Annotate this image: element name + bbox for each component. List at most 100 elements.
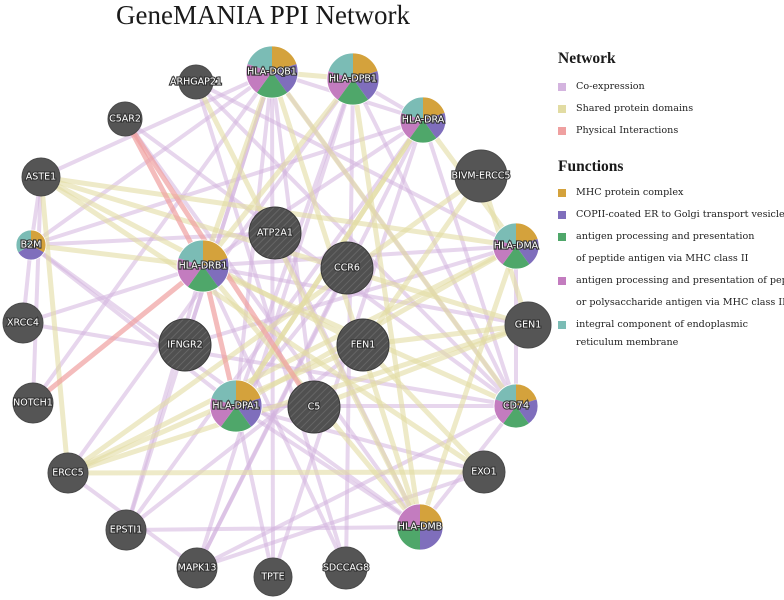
node-xrcc4[interactable]: XRCC4 [2, 302, 44, 344]
node-circle [21, 157, 61, 197]
node-epsti1[interactable]: EPSTI1 [105, 509, 147, 551]
node-ring [209, 379, 263, 433]
node-slice-antigen_polysac [397, 504, 420, 527]
node-atp2a1[interactable]: ATP2A1 [248, 206, 302, 260]
node-hla-dma[interactable]: HLA-DMA [492, 222, 540, 270]
node-slice-antigen_polysac [493, 238, 516, 265]
node-hla-dra[interactable]: HLA-DRA [399, 96, 447, 144]
node-ring [15, 229, 47, 261]
node-ring [492, 222, 540, 270]
node-ring [176, 239, 230, 293]
node-hla-dpa1[interactable]: HLA-DPA1 [209, 379, 263, 433]
node-slice-copii [516, 238, 539, 265]
node-hla-drb1[interactable]: HLA-DRB1 [176, 239, 230, 293]
physical-edge-c5ar2-hla-drb1 [122, 116, 206, 269]
node-notch1[interactable]: NOTCH1 [12, 382, 54, 424]
node-label: HLA-DMB [398, 522, 442, 533]
node-slice-antigen_peptide [256, 72, 288, 98]
node-label: NOTCH1 [13, 398, 53, 409]
node-slice-mhc [236, 380, 261, 406]
node-label: HLA-DPA1 [212, 401, 259, 412]
node-circle [320, 241, 374, 295]
node-slice-mhc [516, 384, 537, 406]
coexpression-edge-aste1-hla-dqb1 [39, 70, 274, 179]
node-tpte[interactable]: TPTE [253, 557, 293, 597]
node-b2m[interactable]: B2M [15, 229, 47, 261]
shared-domain-edge-bivm-ercc5-fen1 [360, 173, 484, 348]
node-ifngr2[interactable]: IFNGR2 [158, 318, 212, 372]
legend-item-antigen-peptide-cont: of peptide antigen via MHC class II [576, 253, 749, 264]
legend-item-antigen-polysaccharide-cont: or polysaccharide antigen via MHC class … [576, 297, 784, 308]
node-ccr6[interactable]: CCR6 [320, 241, 374, 295]
node-c5[interactable]: C5 [287, 380, 341, 434]
node-label: FEN1 [351, 340, 376, 351]
shared-domain-edge-hla-dqb1-hla-dmb [269, 69, 423, 530]
node-aste1[interactable]: ASTE1 [21, 157, 61, 197]
node-bivm-ercc5[interactable]: BIVM-ERCC5 [450, 149, 512, 203]
node-circle [336, 318, 390, 372]
node-arhgap21[interactable]: ARHGAP21 [169, 64, 223, 100]
node-label: C5 [308, 402, 321, 413]
node-slice-er_membrane [494, 223, 516, 246]
node-label: EXO1 [471, 467, 496, 478]
shared-domain-edge-arhgap21-hla-dmb [193, 79, 423, 530]
page-title: GeneMANIA PPI Network [116, 0, 410, 30]
node-label: IFNGR2 [167, 340, 202, 351]
node-label: C5AR2 [109, 114, 141, 125]
node-mapk13[interactable]: MAPK13 [176, 547, 218, 589]
antigen-polysaccharide-swatch [558, 277, 566, 285]
node-c5ar2[interactable]: C5AR2 [107, 101, 143, 137]
node-sdccag8[interactable]: SDCCAG8 [322, 546, 370, 590]
node-label: ARHGAP21 [170, 77, 222, 88]
physical-swatch [558, 127, 566, 135]
node-circle [253, 557, 293, 597]
node-label: XRCC4 [7, 318, 39, 329]
node-hla-dmb[interactable]: HLA-DMB [396, 503, 444, 551]
node-ring [399, 96, 447, 144]
legend-item-physical: Physical Interactions [558, 120, 784, 142]
node-label: CCR6 [334, 263, 360, 274]
node-cd74[interactable]: CD74 [493, 383, 539, 429]
node-exo1[interactable]: EXO1 [462, 450, 506, 494]
coexpression-edge-hla-dpa1-hla-dmb [234, 404, 422, 529]
node-slice-er_membrane [495, 384, 516, 406]
node-label: GEN1 [515, 320, 542, 331]
functions-legend-title: Functions [558, 158, 624, 175]
node-label: B2M [21, 240, 42, 251]
node-label: SDCCAG8 [323, 563, 369, 574]
node-hla-dpb1[interactable]: HLA-DPB1 [326, 52, 380, 106]
node-slice-antigen_peptide [220, 406, 252, 432]
node-label: HLA-DRB1 [179, 261, 228, 272]
node-gen1[interactable]: GEN1 [504, 301, 552, 349]
node-circle [107, 101, 143, 137]
shared-domain-edge-hla-dpb1-hla-dmb [350, 76, 423, 530]
node-slice-mhc [423, 97, 445, 120]
legend-item-antigen-peptide: antigen processing and presentation [558, 226, 784, 248]
coexpression-edge-fen1-epsti1 [124, 343, 365, 532]
node-slice-antigen_peptide [397, 527, 420, 550]
node-ercc5[interactable]: ERCC5 [47, 452, 89, 494]
node-slice-copii [516, 399, 538, 424]
node-label: ASTE1 [26, 172, 56, 183]
node-circle [504, 301, 552, 349]
legend-item-er-membrane: integral component of endoplasmic [558, 314, 784, 336]
node-slice-antigen_polysac [177, 257, 203, 288]
node-slice-mhc [420, 504, 443, 527]
shared-domain-edge-b2m-hla-drb1 [28, 242, 206, 269]
node-slice-antigen_peptide [187, 266, 219, 293]
node-label: ATP2A1 [257, 228, 293, 239]
node-hla-dqb1[interactable]: HLA-DQB1 [245, 45, 299, 99]
node-circle [248, 206, 302, 260]
shared-domain-edge-hla-dpb1-hla-drb1 [200, 76, 356, 269]
node-slice-antigen_peptide [502, 246, 530, 270]
node-label: EPSTI1 [110, 525, 142, 536]
node-circle [324, 546, 368, 590]
node-fen1[interactable]: FEN1 [336, 318, 390, 372]
antigen-peptide-swatch [558, 233, 566, 241]
node-label: ERCC5 [52, 468, 83, 479]
node-slice-antigen_polysac [327, 70, 353, 101]
node-slice-antigen_peptide [503, 406, 529, 428]
node-ring [396, 503, 444, 551]
